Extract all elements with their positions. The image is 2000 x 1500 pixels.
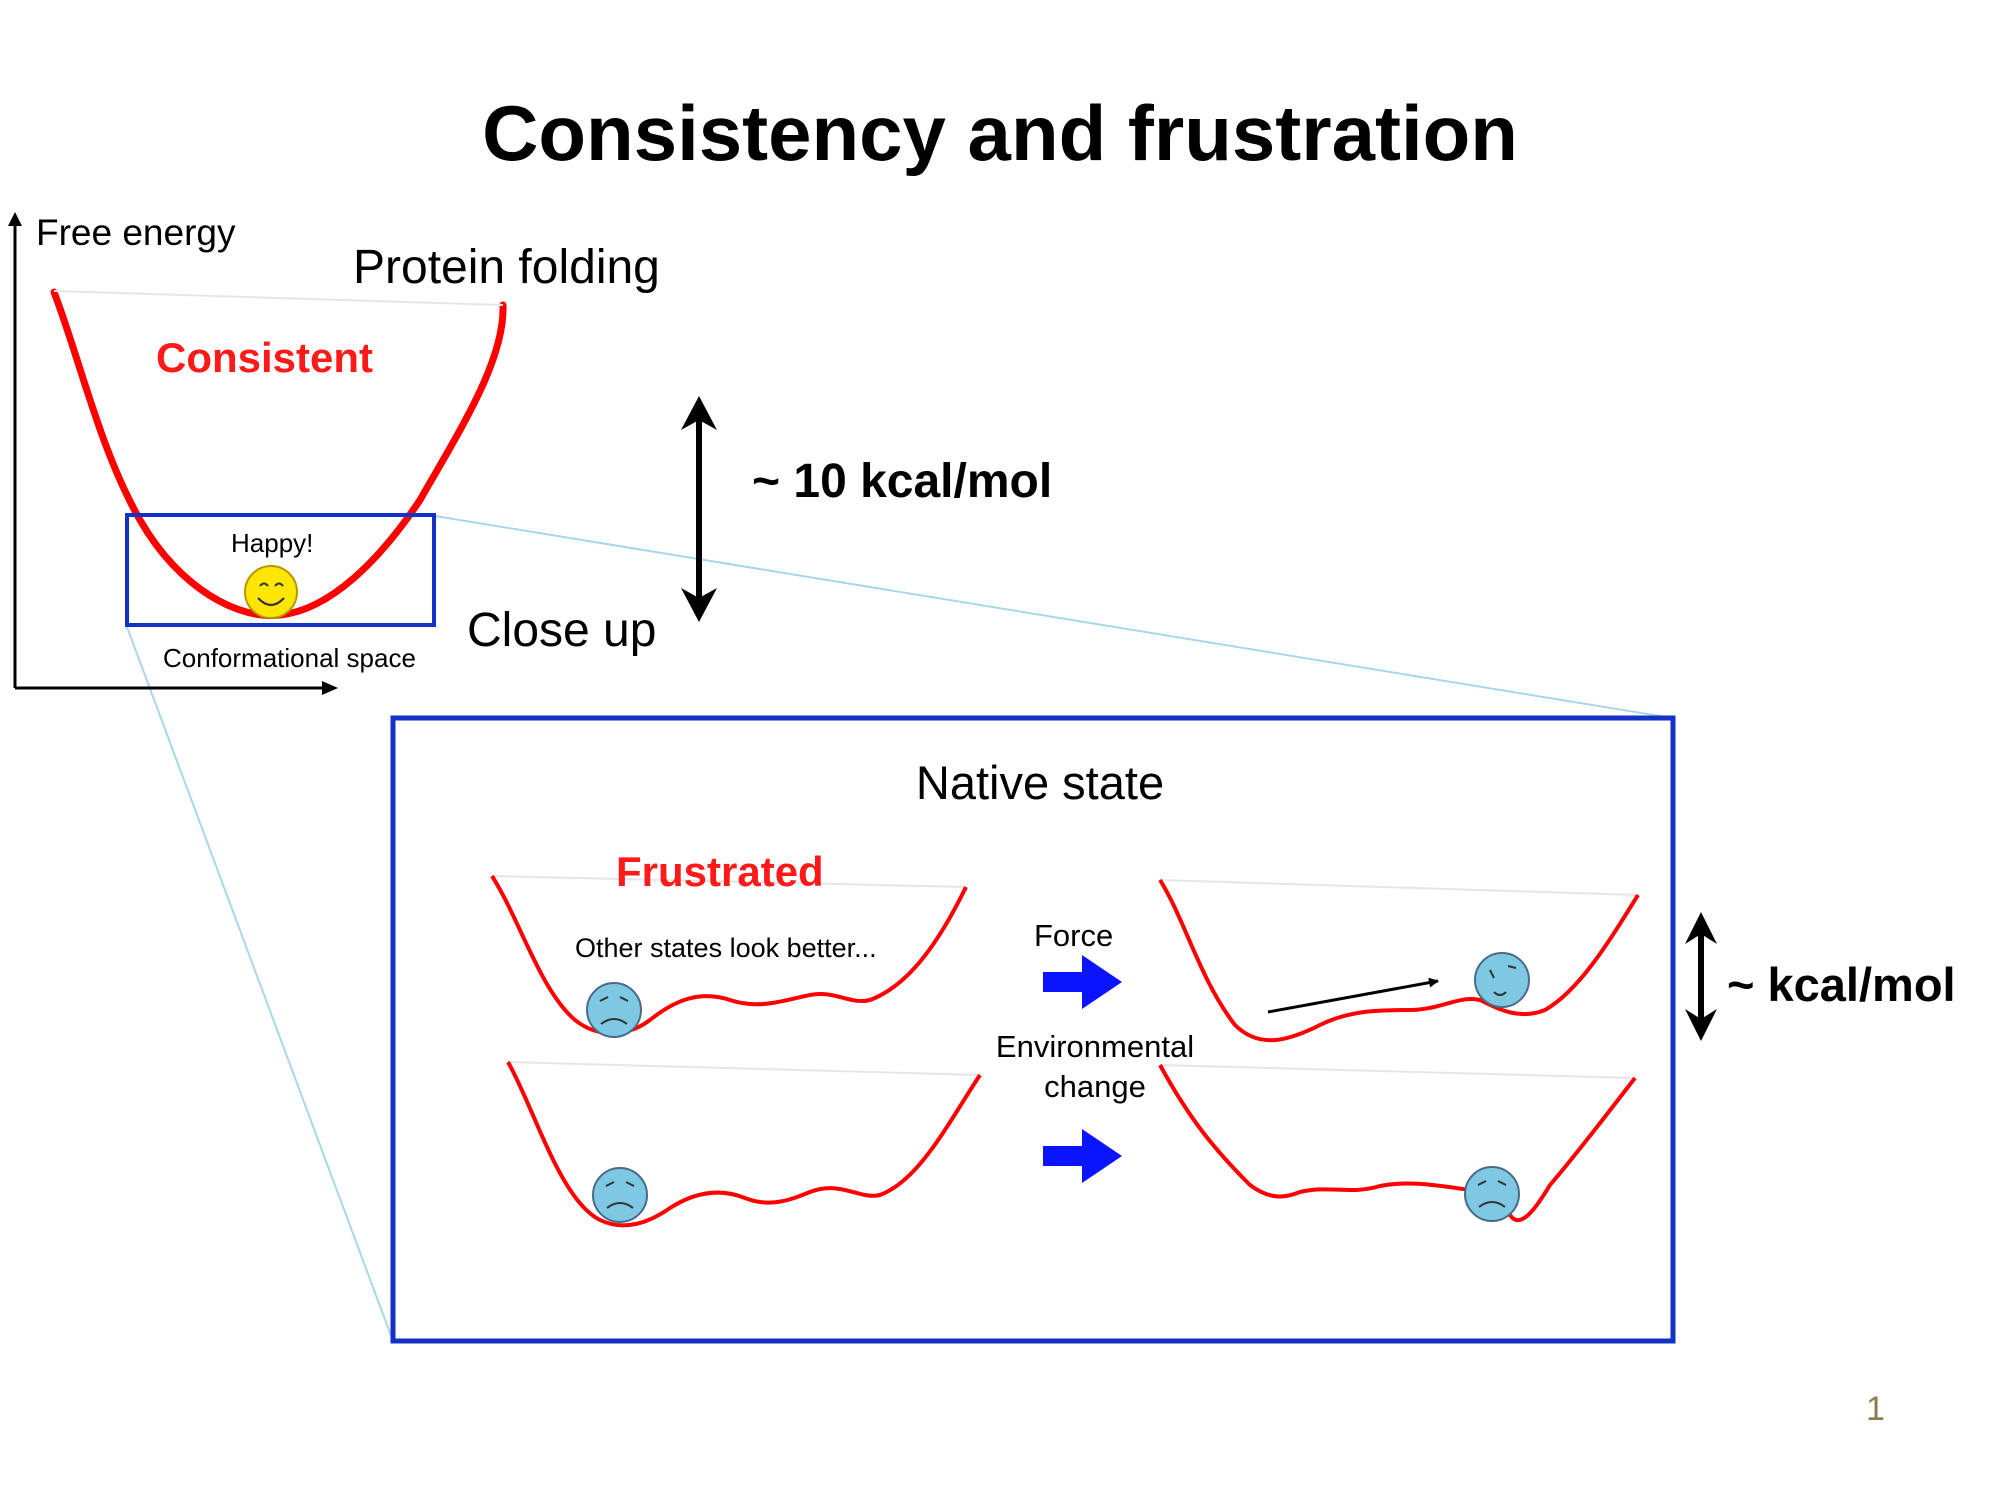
landscape-top-left-curve xyxy=(490,874,968,1036)
happy-face-icon xyxy=(244,565,298,619)
frustrated-label: Frustrated xyxy=(616,848,824,895)
close-up-label: Close up xyxy=(467,604,657,657)
other-states-note: Other states look better... xyxy=(575,933,877,963)
native-state-box xyxy=(390,715,1676,1344)
environmental-change-label: Environmental change xyxy=(985,1027,1205,1107)
conformational-space-label: Conformational space xyxy=(163,643,416,673)
energy-double-arrow xyxy=(681,396,717,622)
native-state-heading: Native state xyxy=(915,756,1165,809)
worried-face-icon xyxy=(1464,1166,1520,1222)
slide-title: Consistency and frustration xyxy=(482,89,1518,177)
zoom-line-top xyxy=(434,515,1673,719)
free-energy-axis-label: Free energy xyxy=(36,212,236,253)
landscape-top-right-curve xyxy=(1158,878,1640,1043)
environmental-change-line2: change xyxy=(1044,1069,1146,1104)
consistent-label: Consistent xyxy=(156,334,374,381)
panel-rim xyxy=(1159,879,1639,896)
funnel-rim xyxy=(53,290,504,306)
conformational-axis xyxy=(15,681,338,695)
panel-rim xyxy=(491,875,967,888)
happy-label: Happy! xyxy=(231,528,314,558)
protein-folding-heading: Protein folding xyxy=(353,241,660,294)
environmental-change-line1: Environmental xyxy=(995,1029,1195,1064)
landscape-bottom-left-curve xyxy=(506,1061,982,1228)
page-number: 1 xyxy=(1866,1390,1885,1428)
energy-scale-small-label: ~ kcal/mol xyxy=(1727,958,1956,1011)
energy-double-arrow-small xyxy=(1685,912,1717,1041)
force-arrow xyxy=(1043,955,1122,1009)
landscape-bottom-right-curve xyxy=(1158,1064,1637,1223)
close-up-region-box xyxy=(125,513,436,627)
panel-rim xyxy=(1159,1064,1636,1079)
worried-face-icon xyxy=(586,982,642,1038)
zoom-line-bottom xyxy=(126,626,394,1342)
energy-scale-large-label: ~ 10 kcal/mol xyxy=(752,455,1053,508)
worried-face-icon xyxy=(592,1167,648,1223)
push-arrow xyxy=(1267,977,1439,1014)
free-energy-axis xyxy=(8,212,22,688)
panel-rim xyxy=(507,1061,981,1076)
environmental-change-arrow xyxy=(1043,1129,1122,1183)
worried-face-icon xyxy=(1474,952,1530,1008)
force-label: Force xyxy=(1034,918,1114,953)
